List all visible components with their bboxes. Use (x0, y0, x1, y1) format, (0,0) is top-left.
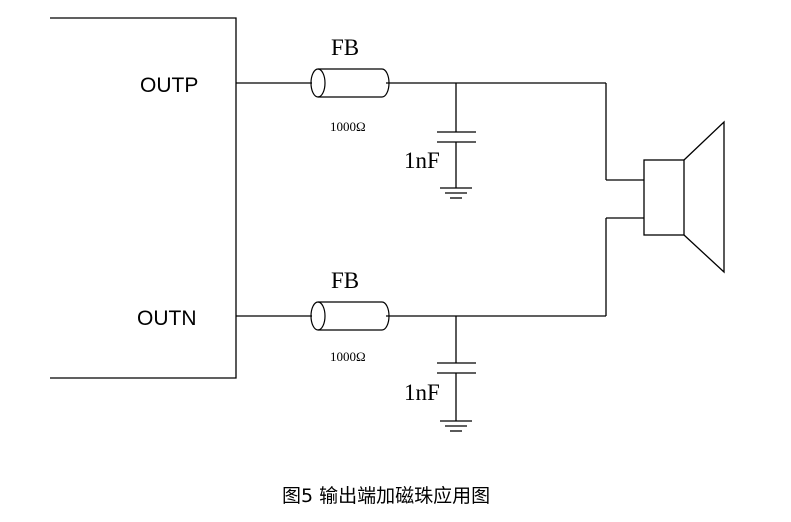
chip-outline (50, 17, 237, 379)
capacitor-label-bottom: 1nF (404, 380, 440, 405)
capacitor-bottom (437, 316, 476, 421)
pin-label-outn: OUTN (137, 307, 197, 330)
speaker-icon (643, 120, 725, 274)
pin-label-outp: OUTP (140, 74, 198, 97)
ferrite-bead-label-bottom: FB (331, 268, 359, 293)
ground-icon-bottom (440, 420, 472, 432)
ferrite-bead-label-top: FB (331, 35, 359, 60)
capacitor-top (437, 83, 476, 188)
wire-outp (236, 82, 644, 181)
ferrite-bead-value-top: 1000Ω (330, 119, 366, 134)
figure-caption: 图5 输出端加磁珠应用图 (282, 485, 490, 507)
capacitor-label-top: 1nF (404, 148, 440, 173)
ferrite-bead-bottom (310, 301, 390, 331)
wire-outn (236, 217, 644, 317)
ground-icon-top (440, 187, 472, 199)
ferrite-bead-top (310, 68, 390, 98)
ferrite-bead-value-bottom: 1000Ω (330, 349, 366, 364)
